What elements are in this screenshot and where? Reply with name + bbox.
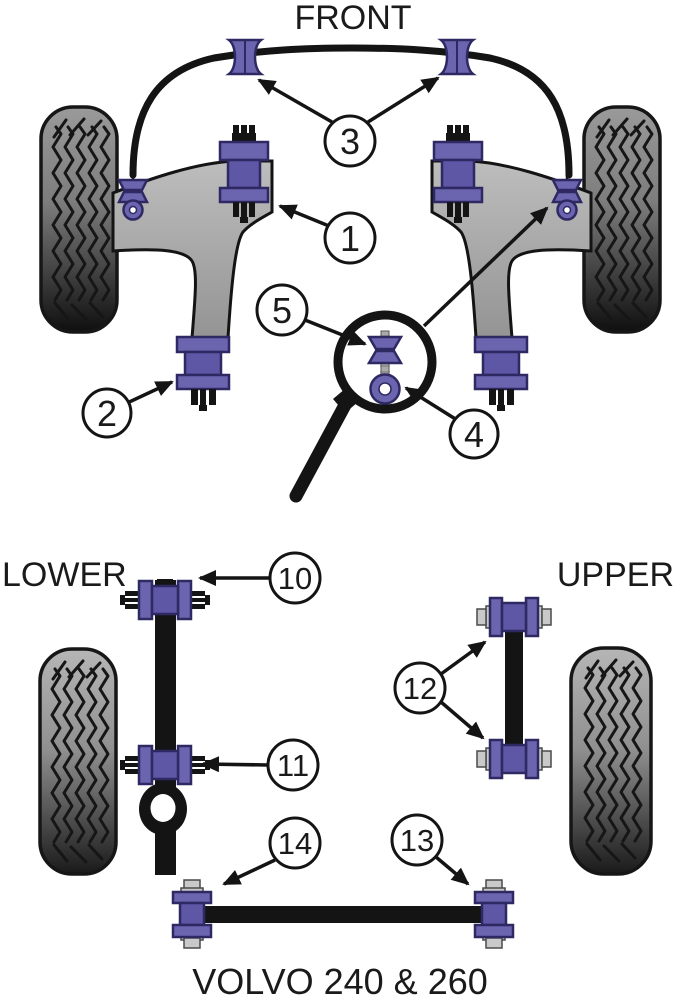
- callout-3: 3: [323, 114, 377, 168]
- control-arm-left: [111, 159, 274, 340]
- tire-front-right: [582, 105, 662, 334]
- svg-text:14: 14: [278, 826, 312, 861]
- svg-text:4: 4: [464, 414, 484, 455]
- callout-5-arrow: [304, 318, 367, 346]
- callout-10: 10: [268, 551, 322, 605]
- upper-link-bushing-bottom: [475, 738, 553, 780]
- callout-13: 13: [390, 813, 444, 867]
- drop-link-right: [551, 166, 583, 221]
- front-label: FRONT: [294, 0, 411, 37]
- arm-rear-bushing-left: [175, 335, 231, 413]
- anti-roll-bar: [129, 44, 573, 179]
- callout-1: 1: [323, 211, 377, 265]
- callout-12: 12: [393, 661, 447, 715]
- svg-text:13: 13: [400, 823, 434, 858]
- upper-label: UPPER: [557, 556, 674, 594]
- callout-1-arrow: [278, 204, 330, 228]
- torque-rod-bushing-rear: [118, 742, 212, 786]
- svg-text:12: 12: [403, 671, 437, 706]
- control-arm-right: [430, 159, 593, 340]
- upper-torque-rod: [505, 612, 523, 764]
- callout-4-arrow: [404, 386, 458, 422]
- drop-link-left: [117, 166, 149, 221]
- magnified-drop-link-detail: [366, 330, 404, 405]
- callout-13-arrow: [434, 855, 470, 886]
- torque-rod-bushing-front: [118, 577, 212, 621]
- drop-link-bush-pair: [366, 335, 404, 351]
- callout-12-arrow-top: [439, 640, 487, 676]
- callout-11-arrow: [201, 756, 268, 773]
- svg-text:2: 2: [97, 393, 117, 434]
- torque-rod: [139, 580, 187, 875]
- tire-rear-right: [569, 646, 653, 876]
- footer-model-label: VOLVO 240 & 260: [192, 961, 488, 1000]
- svg-text:11: 11: [277, 748, 309, 783]
- panhard-rod: [200, 906, 486, 923]
- callout-2: 2: [81, 387, 133, 439]
- svg-text:1: 1: [340, 218, 360, 259]
- callout-14: 14: [268, 816, 322, 870]
- callout-3-arrow-left: [257, 78, 333, 124]
- callout-4: 4: [448, 408, 500, 460]
- arm-rear-bushing-right: [473, 335, 529, 413]
- arb-bushing-left: [227, 38, 263, 76]
- callout-3-arrow-right: [367, 76, 440, 124]
- svg-text:3: 3: [340, 121, 360, 162]
- callout-5: 5: [255, 283, 309, 337]
- magnifier-to-droplink-arrow: [422, 206, 549, 328]
- upper-link-bushing-top: [475, 596, 553, 638]
- tire-rear-left: [38, 647, 118, 876]
- callout-2-arrow: [126, 380, 174, 405]
- arb-bushing-right: [439, 38, 475, 76]
- tire-front-left: [39, 105, 119, 334]
- callout-12-arrow-bottom: [439, 700, 485, 740]
- lower-label: LOWER: [2, 556, 127, 594]
- callout-11: 11: [266, 738, 320, 792]
- svg-text:10: 10: [278, 561, 312, 596]
- svg-text:5: 5: [272, 290, 292, 331]
- callout-14-arrow: [222, 858, 276, 886]
